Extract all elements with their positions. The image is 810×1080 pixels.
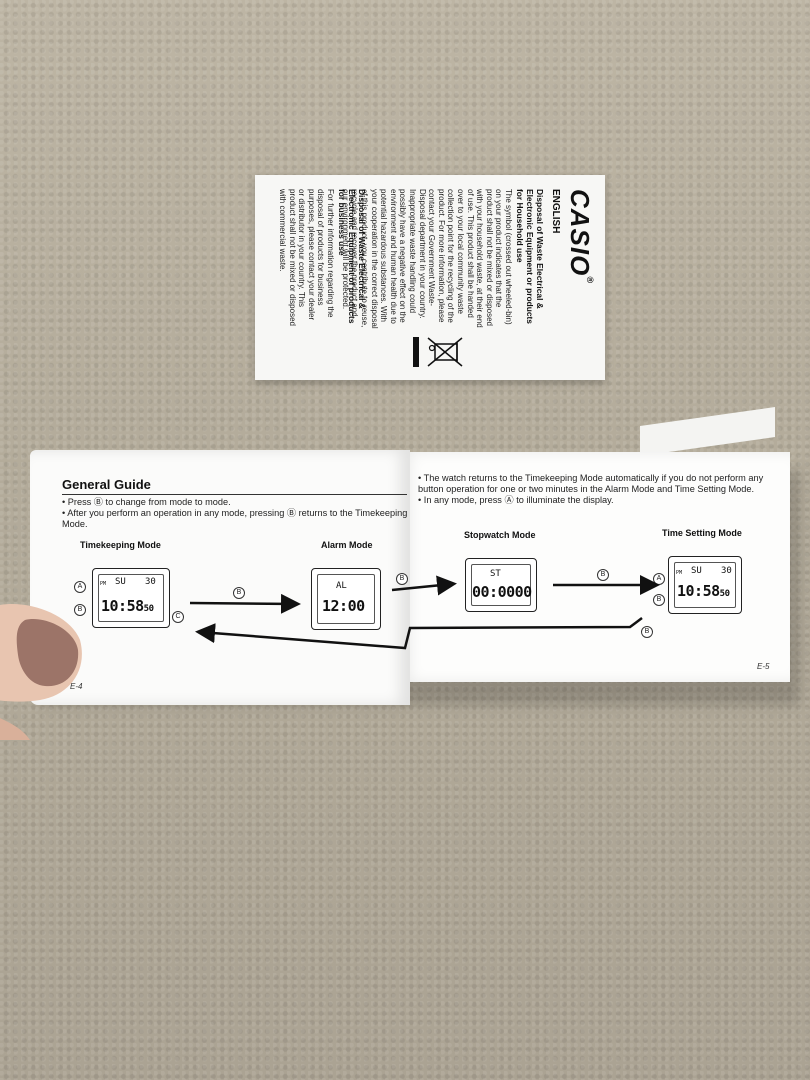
left-bullet-2: • After you perform an operation in any …: [62, 508, 407, 518]
crossed-out-wheeled-bin-icon: [427, 337, 463, 367]
button-b-icon: B: [641, 626, 653, 638]
title-rule: [62, 494, 407, 495]
stopwatch-time: 00:0000: [472, 583, 532, 601]
alarm-watch: AL 12:00: [311, 568, 381, 630]
day-display: SU: [691, 566, 702, 576]
day-display: SU: [115, 577, 126, 587]
left-bullet-1: • Press Ⓑ to change from mode to mode.: [62, 497, 231, 507]
stopwatch-watch: ST 00:0000: [465, 558, 537, 612]
button-b-icon: B: [74, 604, 86, 616]
left-bullet-3: Mode.: [62, 519, 88, 529]
date-display: 30: [145, 577, 156, 587]
time-digits: 10:58: [101, 597, 144, 615]
right-bullet-1: • The watch returns to the Timekeeping M…: [418, 473, 764, 483]
button-b-icon: B: [396, 573, 408, 585]
stopwatch-tag: ST: [490, 569, 501, 579]
time-setting-mode-label: Time Setting Mode: [662, 528, 742, 538]
watch-lcd: [317, 574, 375, 624]
stopwatch-digits: 00:00: [472, 583, 515, 601]
time-setting-watch: PM SU 30 10:5850: [668, 556, 742, 614]
timekeeping-mode-label: Timekeeping Mode: [80, 540, 161, 550]
seconds-digits: 50: [143, 604, 154, 614]
thumb-image: [0, 604, 82, 740]
right-bullet-2: button operation for one or two minutes …: [418, 484, 755, 494]
button-b-icon: B: [233, 587, 245, 599]
arrow-return-to-timekeeping: [195, 617, 643, 650]
alarm-tag: AL: [336, 581, 347, 591]
general-guide-title: General Guide: [62, 477, 151, 492]
arrow-timekeeping-to-alarm: [189, 593, 301, 614]
date-display: 30: [721, 566, 732, 576]
time-display: 10:5850: [101, 597, 154, 615]
button-a-icon: A: [74, 581, 86, 593]
time-display: 10:5850: [677, 582, 730, 600]
button-b-icon: B: [597, 569, 609, 581]
watch-lcd: [98, 574, 164, 622]
stopwatch-mode-label: Stopwatch Mode: [464, 530, 536, 540]
watch-lcd: [471, 564, 531, 606]
page-number-left: E-4: [70, 682, 83, 691]
pm-indicator: PM: [100, 581, 107, 587]
right-bullet-3: • In any mode, press Ⓐ to illuminate the…: [418, 495, 614, 505]
pm-indicator: PM: [676, 570, 683, 576]
leaflet-content: CASIO® ENGLISH Disposal of Waste Electri…: [255, 175, 605, 380]
stopwatch-hundredths: 00: [514, 583, 533, 601]
alarm-mode-label: Alarm Mode: [321, 540, 373, 550]
page-number-right: E-5: [757, 662, 770, 671]
seconds-digits: 50: [719, 589, 730, 599]
time-digits: 10:58: [677, 582, 720, 600]
arrow-alarm-to-stopwatch: [391, 575, 457, 596]
alarm-time: 12:00: [322, 597, 365, 615]
watch-lcd: [674, 562, 736, 608]
timekeeping-watch: PM SU 30 10:5850: [92, 568, 170, 628]
casio-leaflet: CASIO® ENGLISH Disposal of Waste Electri…: [255, 175, 605, 380]
button-c-icon: C: [172, 611, 184, 623]
